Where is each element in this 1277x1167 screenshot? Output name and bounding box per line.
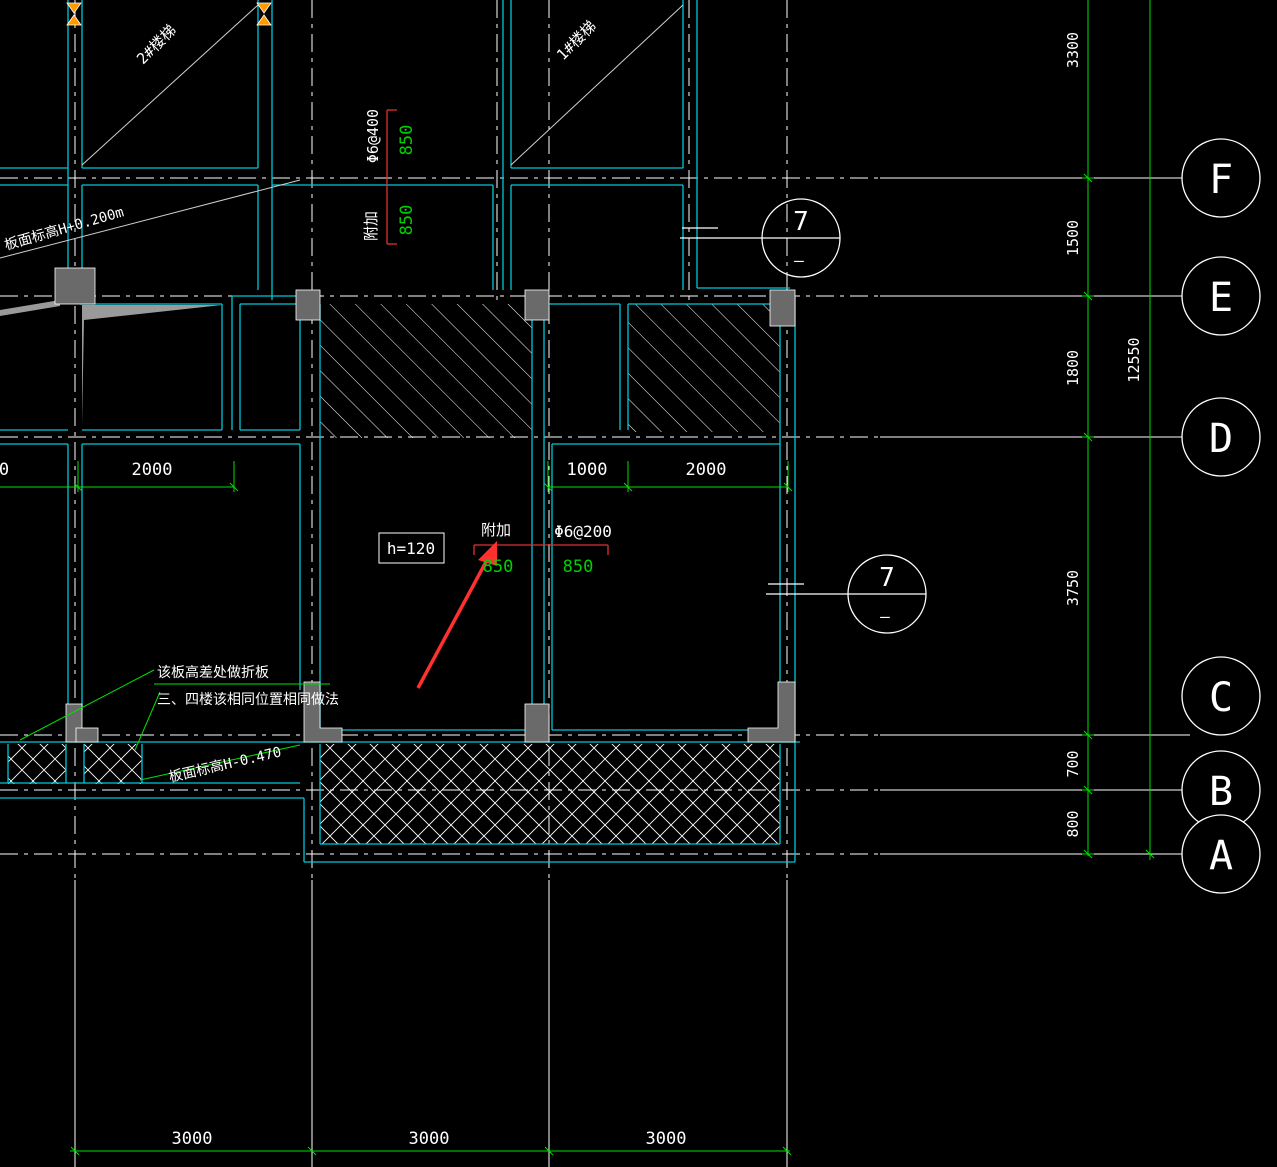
walls <box>0 0 800 863</box>
dim-mid-left-partial: 0 <box>0 460 9 480</box>
rebar-mid-val-a: 850 <box>483 557 514 577</box>
section-mark-2-sub: — <box>880 607 890 626</box>
stair-landing-shade-2 <box>0 300 60 316</box>
dim-bottom-2: 3000 <box>409 1129 450 1149</box>
axis-label-b: B <box>1209 769 1233 815</box>
section-mark-2 <box>766 554 927 634</box>
stair1-label: 1#楼梯 <box>553 17 600 64</box>
dim-bottom-1: 3000 <box>172 1129 213 1149</box>
stair2-label: 2#楼梯 <box>133 21 180 68</box>
dim-bottom-3: 3000 <box>646 1129 687 1149</box>
axis-label-a: A <box>1209 833 1233 879</box>
dim-mid-right-b: 2000 <box>686 460 727 480</box>
elevation-bottom: 板面标高H-0.470 <box>167 743 283 785</box>
section-mark-1-sub: — <box>794 251 804 270</box>
dim-right-total: 12550 <box>1125 337 1143 382</box>
axis-lines <box>0 0 880 880</box>
hatch-stair-left <box>320 304 532 438</box>
note-line-1: 该板高差处做折板 <box>157 664 269 681</box>
slab-thickness: h=120 <box>387 539 435 558</box>
annotation-arrow <box>416 541 497 689</box>
axis-label-f: F <box>1209 157 1233 203</box>
elevation-top: 板面标高H+0.200m <box>2 203 125 253</box>
axis-circles <box>1181 138 1261 894</box>
rebar-mid-note: 附加 <box>481 521 511 539</box>
dim-right-2: 1500 <box>1064 220 1082 256</box>
rebar-mid-spec: Φ6@200 <box>554 522 612 541</box>
hatch-left-b <box>84 744 142 784</box>
section-mark-1-num: 7 <box>793 207 809 237</box>
rebar-top-note: 附加 <box>362 211 380 241</box>
top-markers <box>66 2 272 26</box>
dim-mid-left: 2000 <box>132 460 173 480</box>
dim-right-4: 3750 <box>1064 570 1082 606</box>
slab-thickness-box <box>378 532 445 564</box>
axis-leaders <box>74 0 1190 1167</box>
rebar-top-val-a: 850 <box>397 125 417 156</box>
rebar-top-val-b: 850 <box>397 205 417 236</box>
dim-right-5: 700 <box>1064 750 1082 777</box>
rebar-top-spec: Φ6@400 <box>364 109 382 163</box>
hatch-left-a <box>8 744 66 784</box>
hatch-stair-right <box>628 304 780 432</box>
dim-right-1: 3300 <box>1064 32 1082 68</box>
note-line-2: 三、四楼该相同位置相同做法 <box>157 692 339 708</box>
axis-label-c: C <box>1209 675 1233 721</box>
rebar-mid-val-b: 850 <box>563 557 594 577</box>
stair-landing-shade <box>82 305 222 425</box>
dim-mid-right-a: 1000 <box>567 460 608 480</box>
section-mark-1 <box>680 198 841 278</box>
axis-label-d: D <box>1209 416 1233 462</box>
stair-diagonals <box>0 4 684 259</box>
axis-label-e: E <box>1209 275 1233 321</box>
hatch-lowered-slab <box>320 744 780 844</box>
section-mark-2-num: 7 <box>879 563 895 593</box>
dim-right-3: 1800 <box>1064 350 1082 386</box>
dim-right-6: 800 <box>1064 810 1082 837</box>
dimension-lines <box>0 0 1155 1156</box>
